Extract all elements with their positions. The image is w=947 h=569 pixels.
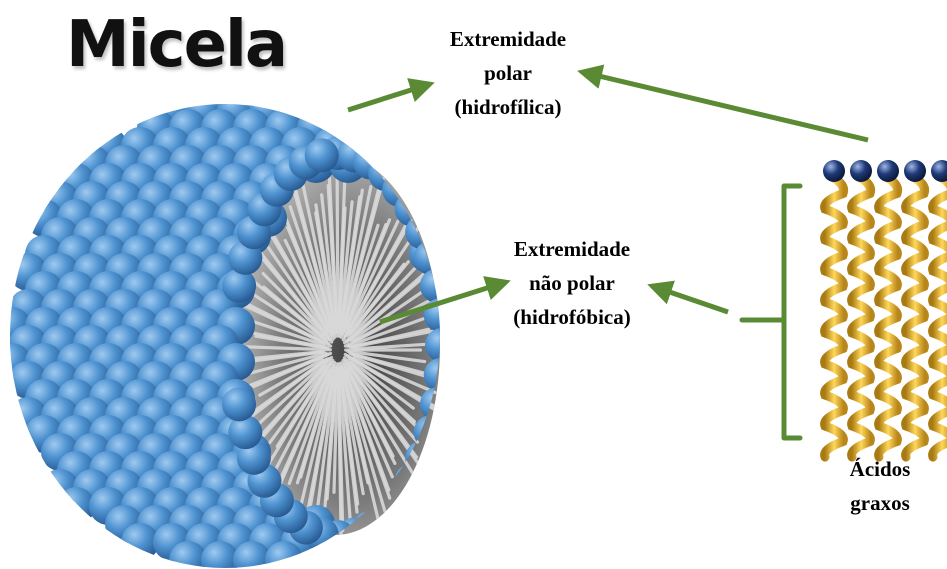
label-nonpolar-line-1: Extremidade bbox=[472, 232, 672, 266]
fatty-acid-tail bbox=[879, 178, 898, 457]
label-nonpolar-line-3: (hidrofóbica) bbox=[472, 300, 672, 334]
label-polar-line-2: polar bbox=[408, 56, 608, 90]
rim-head-sphere bbox=[222, 387, 256, 421]
fatty-acid-tail bbox=[825, 178, 844, 457]
label-polar-end: Extremidade polar (hidrofílica) bbox=[408, 22, 608, 124]
arrow-acids-to-polar bbox=[582, 72, 868, 140]
label-polar-line-1: Extremidade bbox=[408, 22, 608, 56]
fatty-acid-head bbox=[904, 160, 926, 182]
label-nonpolar-line-2: não polar bbox=[472, 266, 672, 300]
label-fatty-acids: Ácidos graxos bbox=[820, 452, 940, 520]
fatty-acid-tail bbox=[906, 178, 925, 457]
fatty-acid-bracket bbox=[742, 186, 800, 438]
rim-head-sphere bbox=[414, 241, 448, 275]
fatty-acid-head bbox=[877, 160, 899, 182]
label-nonpolar-end: Extremidade não polar (hidrofóbica) bbox=[472, 232, 672, 334]
fatty-acid-tail bbox=[933, 178, 947, 457]
fatty-acid-tail bbox=[852, 178, 871, 457]
rim-head-sphere bbox=[305, 138, 339, 172]
label-polar-line-3: (hidrofílica) bbox=[408, 90, 608, 124]
label-acids-line-2: graxos bbox=[820, 486, 940, 520]
diagram-title: Micela bbox=[66, 8, 286, 82]
label-acids-line-1: Ácidos bbox=[820, 452, 940, 486]
fatty-acid-head bbox=[850, 160, 872, 182]
fatty-acid-head bbox=[823, 160, 845, 182]
rim-head-sphere bbox=[425, 328, 459, 362]
fatty-acid-head bbox=[931, 160, 947, 182]
fatty-acid-chains bbox=[823, 160, 947, 457]
rim-head-sphere bbox=[424, 358, 458, 392]
tail-rod bbox=[337, 170, 338, 328]
